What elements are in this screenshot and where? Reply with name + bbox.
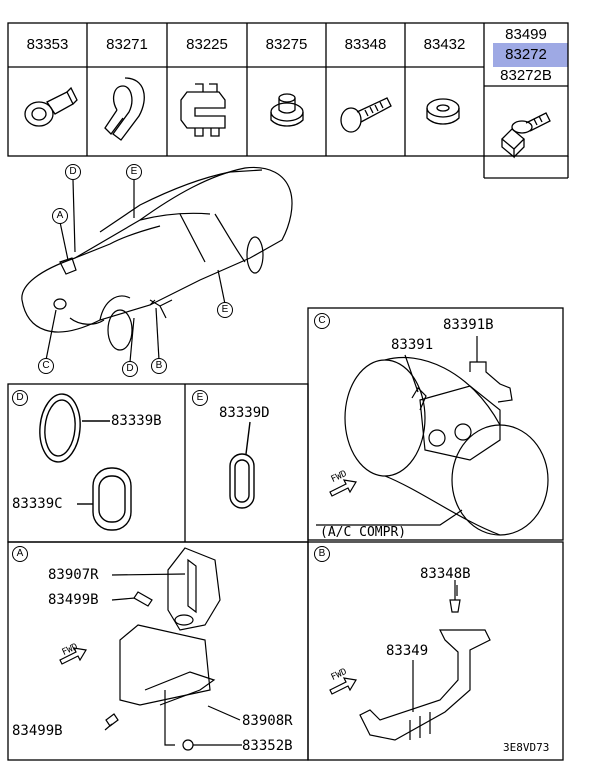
diagram-code: 3E8VD73 xyxy=(503,741,550,754)
callout-c: C xyxy=(38,358,54,374)
part-number-83225: 83225 xyxy=(186,36,228,53)
callout-e-top: E xyxy=(126,164,142,180)
callout-d-bottom: D xyxy=(122,361,138,377)
label-83499B-upper: 83499B xyxy=(48,592,99,608)
part-number-83271: 83271 xyxy=(106,36,148,53)
part-number-83272-highlighted[interactable]: 83272 xyxy=(505,46,547,63)
label-83339B: 83339B xyxy=(111,413,162,429)
label-83339D: 83339D xyxy=(219,405,270,421)
part-number-83499: 83499 xyxy=(505,26,547,43)
label-83908R: 83908R xyxy=(242,713,293,729)
part-number-83272B: 83272B xyxy=(500,67,552,84)
label-83391: 83391 xyxy=(391,337,434,353)
label-83348B: 83348B xyxy=(420,566,471,582)
callout-a: A xyxy=(52,208,68,224)
part-number-83353: 83353 xyxy=(26,36,69,53)
highlight-83272 xyxy=(493,43,568,67)
panel-d-letter: D xyxy=(12,390,28,406)
part-number-83275: 83275 xyxy=(265,36,308,53)
callout-d-top: D xyxy=(65,164,81,180)
part-number-83432: 83432 xyxy=(423,36,466,53)
panel-b-letter: B xyxy=(314,546,330,562)
label-83499B-lower: 83499B xyxy=(12,723,63,739)
callout-b: B xyxy=(151,358,167,374)
label-83349: 83349 xyxy=(386,643,429,659)
label-83339C: 83339C xyxy=(12,496,63,512)
callout-e-bottom: E xyxy=(217,302,233,318)
label-83352B: 83352B xyxy=(242,738,293,754)
panel-a-letter: A xyxy=(12,546,28,562)
label-83391B: 83391B xyxy=(443,317,494,333)
ac-compressor-note: (A/C COMPR) xyxy=(320,525,407,540)
part-number-83348: 83348 xyxy=(344,36,387,53)
panel-e-letter: E xyxy=(192,390,208,406)
panel-c-letter: C xyxy=(314,313,330,329)
label-83907R: 83907R xyxy=(48,567,99,583)
